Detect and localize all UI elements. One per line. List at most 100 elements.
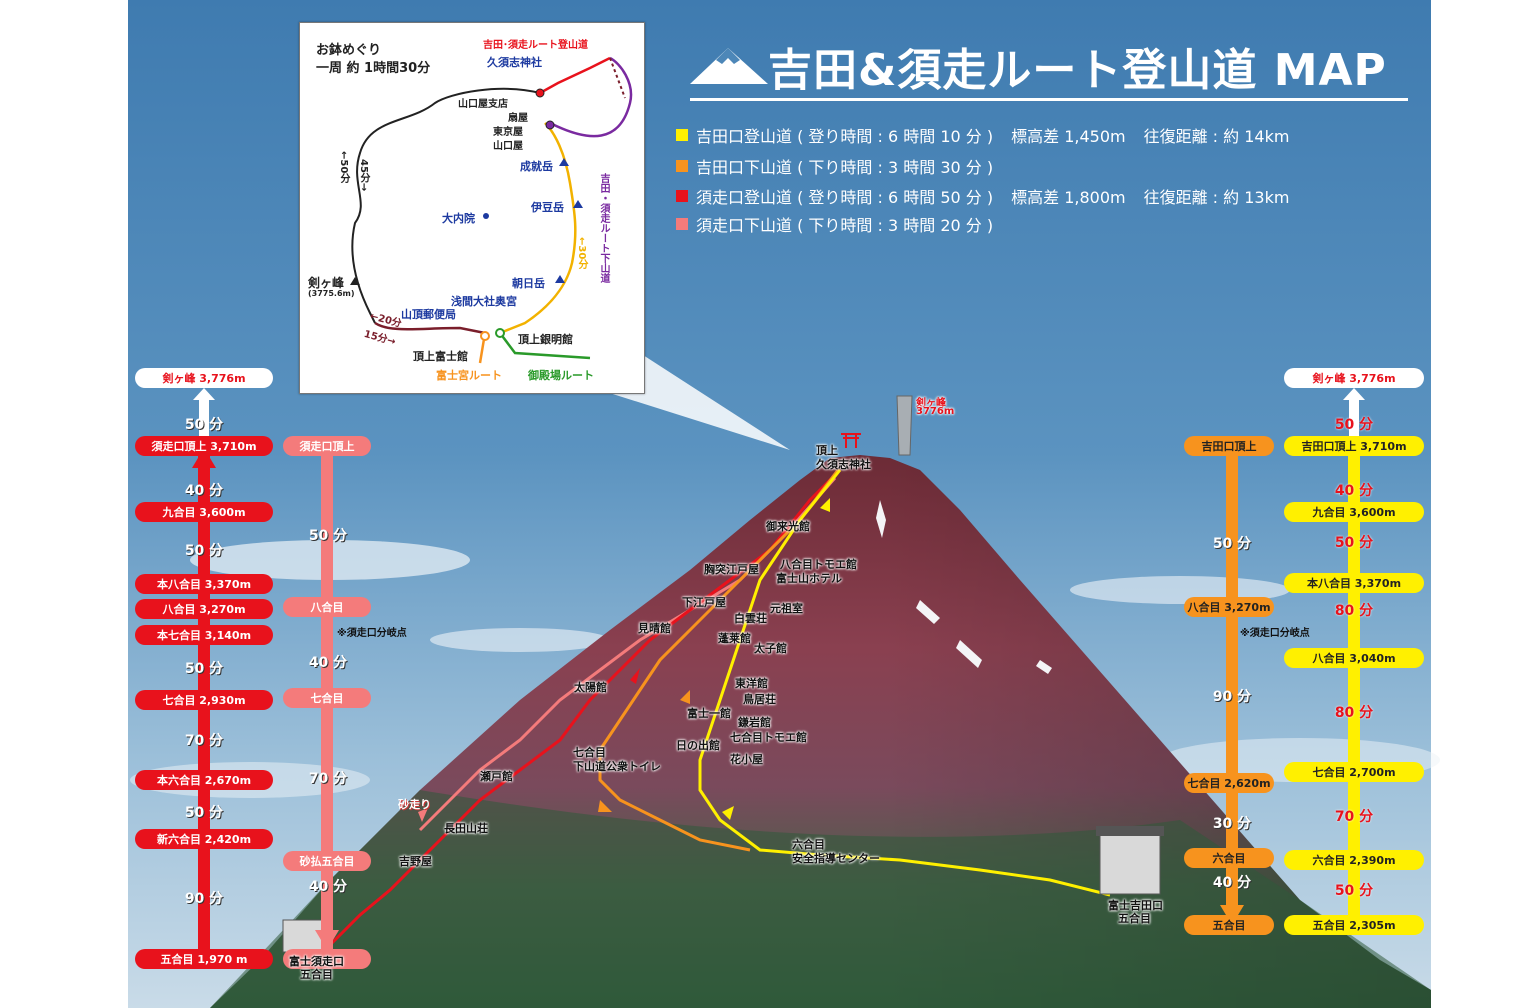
hut-nananome-tomoe: 七合目トモエ館 bbox=[730, 731, 807, 744]
subashiri-down-duration: 40 分 bbox=[308, 655, 348, 671]
hut-goraikoukan: 御来光館 bbox=[766, 520, 810, 533]
inset-ogiya: 扇屋 bbox=[508, 113, 528, 124]
legend-yoshida-down: 吉田口下山道 ( 下り時間 : 3 時間 30 分 ) bbox=[676, 154, 993, 178]
subashiri-ascent-trail bbox=[328, 468, 842, 947]
inset-yamaguchi-shiten: 山口屋支店 bbox=[458, 99, 508, 110]
kengamine-peak-icon bbox=[350, 277, 360, 285]
title-underline bbox=[690, 98, 1408, 101]
yoshida-up-duration: 50 分 bbox=[1334, 417, 1374, 433]
hut-toyokan: 東洋館 bbox=[735, 677, 768, 690]
legend-elevation-diff: 標高差 1,800m bbox=[1011, 188, 1126, 207]
yoshida-down-station: 七合目 2,620m bbox=[1184, 773, 1274, 793]
yellow-arrow bbox=[820, 498, 830, 512]
izudake-peak-icon bbox=[573, 200, 583, 208]
legend-elevation-diff: 標高差 1,450m bbox=[1011, 127, 1126, 146]
yoshida-up-duration: 50 分 bbox=[1334, 535, 1374, 551]
subashiri-up-station: 七合目 2,930m bbox=[135, 690, 273, 710]
subashiri-up-station: 新六合目 2,420m bbox=[135, 829, 273, 849]
yoshida-up-station: 吉田口頂上 3,710m bbox=[1284, 436, 1424, 456]
pink-arrow bbox=[418, 808, 428, 822]
legend-subashiri-down: 須走口下山道 ( 下り時間 : 3 時間 20 分 ) bbox=[676, 212, 993, 236]
legend-swatch-icon bbox=[676, 190, 688, 202]
yoshida-down-station: 八合目 3,270m bbox=[1184, 597, 1274, 617]
crater-route-drawing bbox=[350, 56, 633, 364]
yoshida-up-duration: 50 分 bbox=[1334, 883, 1374, 899]
legend-yoshida-up: 吉田口登山道 ( 登り時間 : 6 時間 10 分 ) 標高差 1,450m 往… bbox=[676, 123, 1289, 147]
yoshida-up-station: 六合目 2,390m bbox=[1284, 850, 1424, 870]
yoshida-up-column bbox=[1348, 450, 1360, 930]
subashiri-up-duration: 50 分 bbox=[184, 661, 224, 677]
center-label-1: 六合目 bbox=[792, 838, 825, 851]
legend-distance: 往復距離 : 約 13km bbox=[1143, 188, 1290, 207]
yoshida-up-duration: 40 分 bbox=[1334, 483, 1374, 499]
building-roof bbox=[1096, 826, 1164, 836]
yoshida-5th-label-2: 五合目 bbox=[1118, 912, 1151, 925]
subashiri-summit-pill: 剣ヶ峰 3,776m bbox=[135, 368, 273, 388]
hut-horaikan: 蓬莱館 bbox=[718, 632, 751, 645]
yoshida-down-duration: 30 分 bbox=[1212, 816, 1252, 832]
subashiri-up-duration: 50 分 bbox=[184, 417, 224, 433]
green-gotemba-path bbox=[499, 332, 591, 360]
inset-tokyoya: 東京屋 bbox=[493, 127, 523, 138]
yoshida-down-duration: 50 分 bbox=[1212, 536, 1252, 552]
yoshida-up-station: 五合目 2,305m bbox=[1284, 915, 1424, 935]
subashiri-up-station: 八合目 3,270m bbox=[135, 599, 273, 619]
legend-distance: 往復距離 : 約 14km bbox=[1143, 127, 1290, 146]
asahidake-peak-icon bbox=[555, 275, 565, 283]
hut-hanagoya: 花小屋 bbox=[730, 753, 763, 766]
inset-sengen: 浅間大社奥宮 bbox=[451, 295, 517, 308]
yellow-arrow bbox=[722, 806, 734, 820]
summit-kengamine-alt: 3776m bbox=[916, 406, 955, 417]
subashiri-down-duration: 40 分 bbox=[308, 879, 348, 895]
yoshida-up-duration: 70 分 bbox=[1334, 809, 1374, 825]
subashiri-up-duration: 50 分 bbox=[184, 805, 224, 821]
yoshida-ascent-trail bbox=[698, 469, 1111, 897]
hut-fuji-ichikan: 富士一館 bbox=[687, 707, 731, 720]
yoshida-down-duration: 40 分 bbox=[1212, 875, 1252, 891]
inset-callout bbox=[600, 355, 790, 450]
fujikan-marker bbox=[480, 331, 490, 341]
subashiri-down-arrowhead bbox=[315, 930, 339, 950]
subashiri-up-station: 本六合目 2,670m bbox=[135, 770, 273, 790]
summit-kengamine-label: 剣ヶ峰 bbox=[916, 398, 946, 409]
subashiri-up-duration: 40 分 bbox=[184, 483, 224, 499]
yoshida-up-duration: 80 分 bbox=[1334, 705, 1374, 721]
inset-time-30: ←30分 bbox=[576, 237, 587, 270]
hut-hachigome-tomoe: 八合目トモエ館 bbox=[780, 558, 857, 571]
snow-streak bbox=[1036, 660, 1052, 674]
crater-loop-path bbox=[351, 87, 541, 324]
legend-subashiri-up: 須走口登山道 ( 登り時間 : 6 時間 50 分 ) 標高差 1,800m 往… bbox=[676, 184, 1289, 208]
hut-hakuunso: 白雲荘 bbox=[734, 612, 767, 625]
yoshida-summit-pill: 剣ヶ峰 3,776m bbox=[1284, 368, 1424, 388]
mountain-logo-icon bbox=[690, 48, 768, 84]
kusushi-label-2: 久須志神社 bbox=[816, 458, 871, 471]
subashiri-down-duration: 70 分 bbox=[308, 771, 348, 787]
inset-route-red: 吉田･須走ルート登山道 bbox=[483, 40, 588, 51]
daiin-marker bbox=[483, 213, 489, 219]
yoshida-down-station: 五合目 bbox=[1184, 915, 1274, 935]
inset-route-purple: 吉田・須走ルート下山道 bbox=[598, 173, 609, 283]
inset-kengamine-alt: (3775.6m) bbox=[308, 289, 355, 298]
legend-label: 須走口下山道 ( 下り時間 : 3 時間 20 分 ) bbox=[696, 216, 994, 235]
hut-munatsuki: 胸突江戸屋 bbox=[704, 563, 759, 576]
hut-taiyokan: 太陽館 bbox=[574, 681, 607, 694]
subashiri-down-end bbox=[283, 949, 371, 969]
map-title: 吉田&須走ルート登山道 MAP bbox=[768, 45, 1387, 96]
yoshida-up-station: 本八合目 3,370m bbox=[1284, 573, 1424, 593]
ginmeikan-marker bbox=[495, 328, 505, 338]
legend-swatch-icon bbox=[676, 129, 688, 141]
inset-title: お鉢めぐり bbox=[316, 43, 382, 58]
cloud bbox=[430, 628, 610, 652]
yoshida-5th-label-1: 富士吉田口 bbox=[1108, 899, 1163, 912]
red-arrow bbox=[630, 668, 640, 684]
subashiri-up-station: 本七合目 3,140m bbox=[135, 625, 273, 645]
inset-daiin: 大内院 bbox=[442, 212, 475, 225]
inset-fujikan: 頂上富士館 bbox=[413, 350, 468, 363]
yoshida-up-duration: 80 分 bbox=[1334, 603, 1374, 619]
summit-monument bbox=[896, 395, 913, 456]
subashiri-up-duration: 90 分 bbox=[184, 891, 224, 907]
inset-fujinomiya: 富士宮ルート bbox=[436, 369, 502, 382]
crater-loop-right bbox=[499, 122, 577, 335]
subashiri-5th-label-2: 五合目 bbox=[300, 968, 333, 981]
hut-fujisan-hotel: 富士山ホテル bbox=[776, 572, 842, 585]
